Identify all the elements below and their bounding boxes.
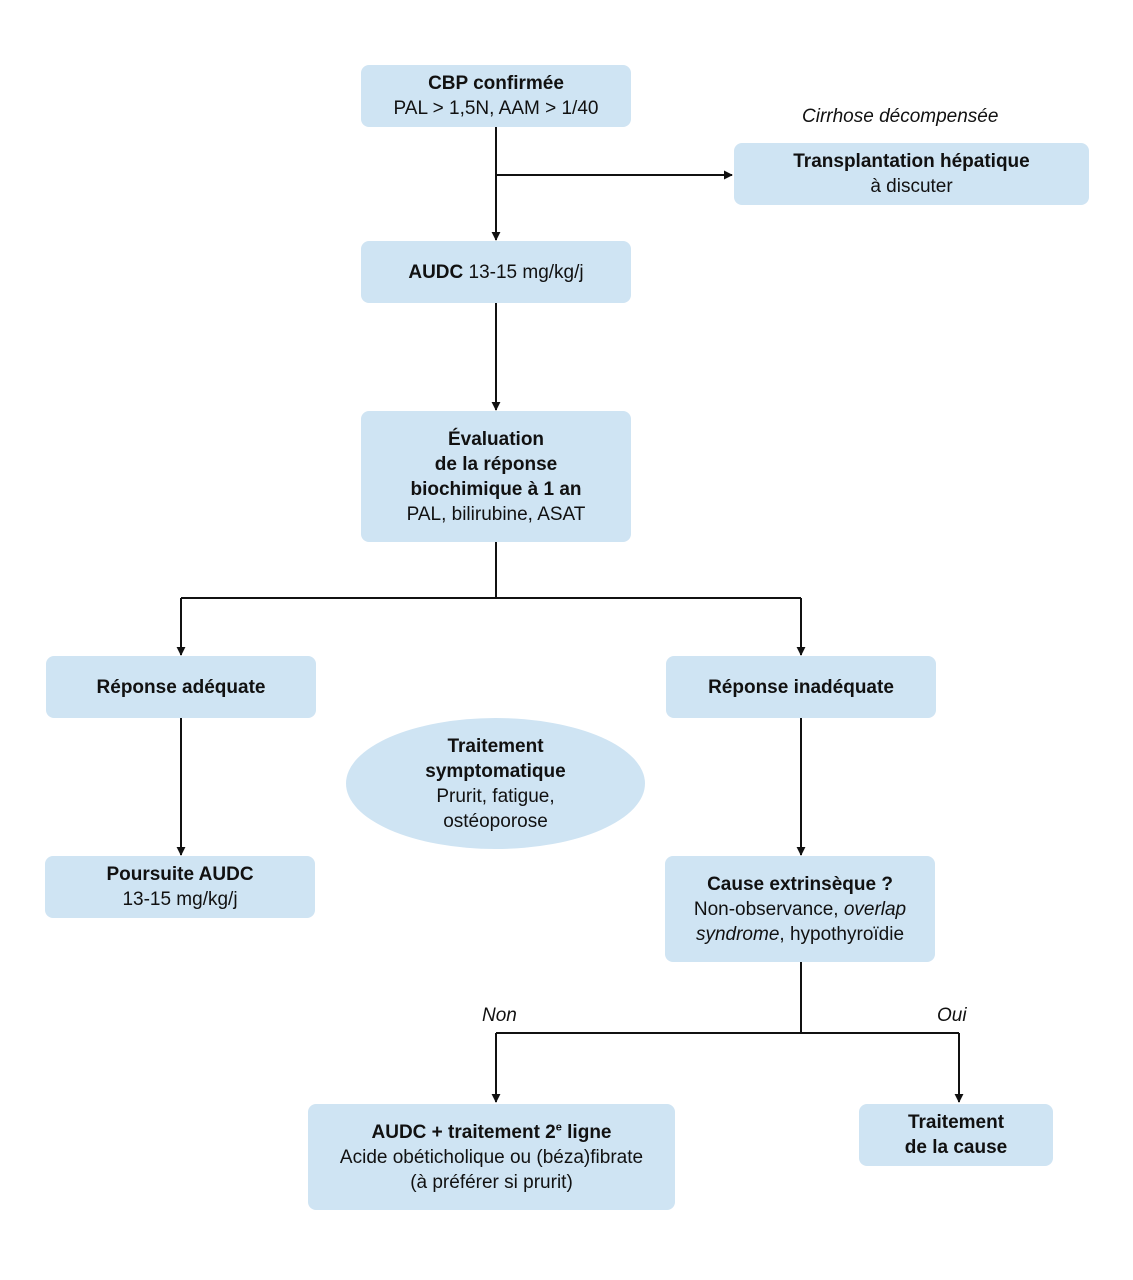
cause-non-observance: Non-observance, — [693, 898, 844, 920]
treat-cause-line1: Traitement — [907, 1112, 1005, 1133]
adequate-response-title: Réponse adéquate — [96, 676, 266, 698]
second-line-detail-line1: Acide obéticholique ou (béza)fibrate — [339, 1146, 644, 1168]
cbp-criteria: PAL > 1,5N, AAM > 1/40 — [393, 98, 599, 119]
decompensated-cirrhosis-label: Cirrhose décompensée — [802, 106, 999, 127]
transplant-detail: à discuter — [870, 176, 953, 197]
symptomatic-treatment-ellipse: Traitement symptomatique Prurit, fatigue… — [346, 718, 645, 849]
extrinsic-cause-detail-line1: Non-observance, overlap — [694, 897, 906, 922]
extrinsic-cause-detail-line2: syndrome, hypothyroïdie — [696, 922, 904, 947]
continue-audc-box: Poursuite AUDC 13-15 mg/kg/j — [45, 856, 315, 918]
continue-audc-dose: 13-15 mg/kg/j — [122, 889, 238, 910]
audc-dose: 13-15 mg/kg/j — [468, 261, 584, 283]
evaluation-title-line3: biochimique à 1 an — [410, 478, 582, 500]
inadequate-response-title: Réponse inadéquate — [708, 676, 894, 698]
continue-audc-title: Poursuite AUDC — [106, 864, 254, 885]
symptomatic-detail-line2: ostéoporose — [443, 810, 548, 832]
cbp-title: CBP confirmée — [428, 73, 564, 94]
treat-cause-box: Traitement de la cause — [859, 1104, 1053, 1166]
second-line-title-main: AUDC + traitement 2 — [371, 1121, 556, 1143]
edge-label-yes: Oui — [937, 1005, 967, 1026]
cause-hypothyroidism: , hypothyroïdie — [779, 923, 905, 945]
extrinsic-cause-box: Cause extrinsèque ? Non-observance, over… — [665, 856, 935, 962]
symptomatic-title-line2: symptomatique — [425, 760, 566, 782]
evaluation-title-line2: de la réponse — [434, 453, 558, 475]
audc-title: AUDC — [408, 261, 464, 283]
adequate-response-box: Réponse adéquate — [46, 656, 316, 718]
edge-label-no: Non — [482, 1005, 517, 1026]
cause-syndrome: syndrome — [695, 923, 780, 945]
treat-cause-line2: de la cause — [904, 1137, 1008, 1158]
second-line-title-end: ligne — [561, 1121, 612, 1143]
cause-overlap: overlap — [843, 898, 907, 920]
evaluation-title-line1: Évaluation — [447, 428, 545, 450]
cbp-confirmed-box: CBP confirmée PAL > 1,5N, AAM > 1/40 — [361, 65, 631, 127]
evaluation-box: Évaluation de la réponse biochimique à 1… — [361, 411, 631, 542]
liver-transplant-box: Transplantation hépatique à discuter — [734, 143, 1089, 205]
second-line-treatment-box: AUDC + traitement 2e ligne Acide obétich… — [308, 1104, 675, 1210]
second-line-detail-line2: (à préférer si prurit) — [410, 1171, 573, 1193]
evaluation-detail: PAL, bilirubine, ASAT — [406, 503, 586, 525]
extrinsic-cause-title: Cause extrinsèque ? — [707, 873, 893, 895]
transplant-title: Transplantation hépatique — [793, 151, 1030, 172]
audc-box: AUDC 13-15 mg/kg/j — [361, 241, 631, 303]
second-line-title: AUDC + traitement 2e ligne — [372, 1120, 612, 1145]
second-line-title-superscript: e — [555, 1121, 562, 1134]
symptomatic-detail-line1: Prurit, fatigue, — [436, 785, 555, 807]
audc-line: AUDC 13-15 mg/kg/j — [408, 260, 583, 285]
symptomatic-title-line1: Traitement — [447, 735, 544, 757]
inadequate-response-box: Réponse inadéquate — [666, 656, 936, 718]
